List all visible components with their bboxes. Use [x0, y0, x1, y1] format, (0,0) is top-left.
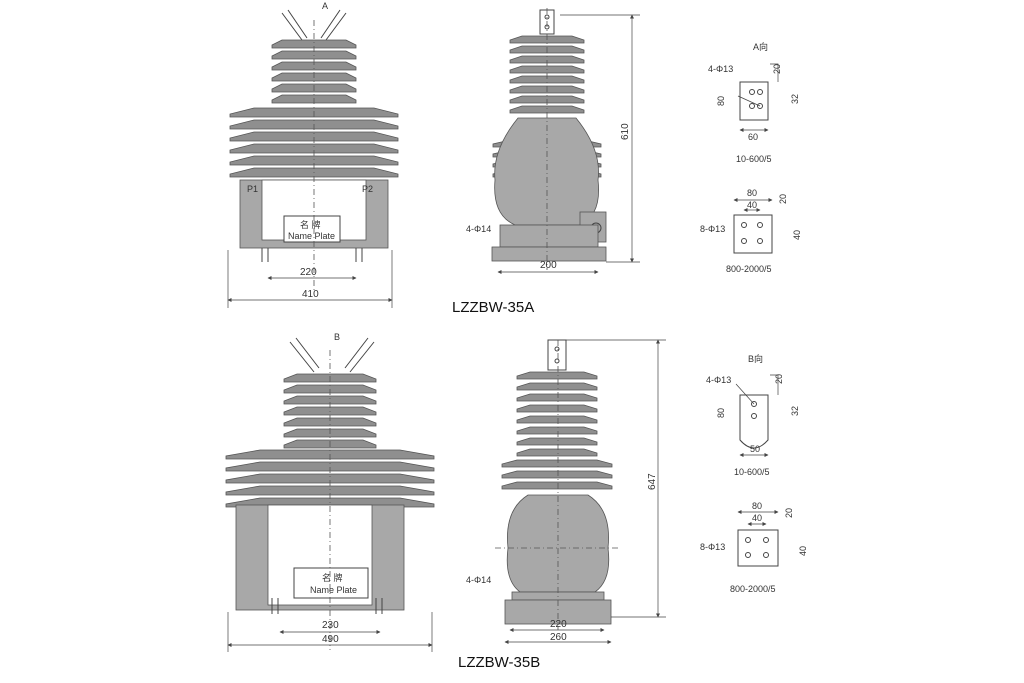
insulator-shed — [271, 61, 357, 71]
term-a-small-holes: 4-Φ13 — [708, 64, 733, 74]
term-b-large-holes: 8-Φ13 — [700, 542, 725, 552]
dim-b-base-holes: 4-Φ14 — [466, 575, 491, 585]
insulator-shed — [509, 75, 585, 84]
model-b-terminal-large: 80 40 8-Φ13 20 40 800-2000/5 — [700, 501, 808, 594]
insulator-shed — [271, 39, 357, 49]
model-b-front-view: B 名 牌 Name Plate 230 490 — [225, 332, 435, 652]
nameplate-a-cn: 名 牌 — [300, 219, 321, 230]
term-a-small-d2: 32 — [790, 94, 800, 104]
term-a-small-range: 10-600/5 — [736, 154, 772, 164]
insulator-shed — [501, 459, 613, 468]
dim-b-feet: 230 — [322, 620, 339, 631]
term-a-small-h: 80 — [716, 96, 726, 106]
term-b-small-w: 50 — [750, 444, 760, 454]
term-b-small-holes: 4-Φ13 — [706, 375, 731, 385]
dim-a-feet: 220 — [300, 267, 317, 278]
term-a-large-d1: 20 — [778, 194, 788, 204]
dim-b-total: 490 — [322, 634, 339, 645]
view-a-caption: A向 — [753, 41, 768, 52]
term-b-small-d1: 20 — [774, 374, 784, 384]
model-b-terminal-small: B向 4-Φ13 80 20 32 50 10-600/5 — [706, 353, 800, 477]
model-b-title: LZZBW-35B — [458, 654, 540, 671]
term-b-large-d1: 20 — [784, 508, 794, 518]
insulator-shed — [509, 105, 585, 114]
model-b-side-view: 4-Φ14 220 260 647 — [466, 339, 666, 645]
dim-a-total: 410 — [302, 289, 319, 300]
insulator-shed — [516, 437, 598, 446]
p1-label: P1 — [247, 184, 258, 194]
term-a-large-w2: 40 — [747, 200, 757, 210]
view-b-letter: B — [334, 332, 340, 342]
insulator-shed — [225, 485, 435, 496]
dim-a-height: 610 — [620, 123, 631, 140]
dim-a-base-holes: 4-Φ14 — [466, 224, 491, 234]
insulator-shed — [516, 448, 598, 457]
term-a-large-holes: 8-Φ13 — [700, 224, 725, 234]
insulator-shed — [229, 155, 399, 166]
model-a-front-view: A P1 P2 名 牌 Name Plate 220 410 — [227, 1, 399, 308]
nameplate-a-en: Name Plate — [288, 231, 335, 241]
view-a-letter: A — [322, 1, 328, 11]
term-b-small-h: 80 — [716, 408, 726, 418]
model-a-terminal-large: 80 40 8-Φ13 20 40 800-2000/5 — [700, 188, 802, 274]
view-b-caption: B向 — [748, 353, 763, 364]
insulator-shed — [501, 470, 613, 479]
term-b-small-d2: 32 — [790, 406, 800, 416]
insulator-shed — [225, 473, 435, 484]
insulator-shed — [283, 417, 377, 427]
insulator-shed — [516, 415, 598, 424]
insulator-shed — [283, 395, 377, 405]
nameplate-a — [283, 215, 341, 243]
model-a-title: LZZBW-35A — [452, 299, 534, 316]
nameplate-b-cn: 名 牌 — [322, 572, 343, 583]
nameplate-b-en: Name Plate — [310, 585, 357, 595]
term-b-large-w1: 80 — [752, 501, 762, 511]
dim-b-base-inner: 220 — [550, 619, 567, 630]
dim-b-base-outer: 260 — [550, 632, 567, 643]
term-b-large-range: 800-2000/5 — [730, 584, 776, 594]
insulator-shed — [516, 371, 598, 380]
term-a-large-w1: 80 — [747, 188, 757, 198]
insulator-shed — [229, 131, 399, 142]
insulator-shed — [229, 143, 399, 154]
term-a-large-d2: 40 — [792, 230, 802, 240]
dim-a-base-width: 200 — [540, 260, 557, 271]
insulator-shed — [225, 461, 435, 472]
model-a-terminal-small: A向 4-Φ13 80 20 32 60 10-600/5 — [708, 41, 800, 164]
p2-label: P2 — [362, 184, 373, 194]
term-a-large-range: 800-2000/5 — [726, 264, 772, 274]
insulator-shed — [516, 426, 598, 435]
term-a-small-w: 60 — [748, 132, 758, 142]
term-b-large-d2: 40 — [798, 546, 808, 556]
term-a-small-d1: 20 — [772, 64, 782, 74]
insulator-shed — [501, 481, 613, 490]
insulator-shed — [516, 382, 598, 391]
insulator-shed — [509, 55, 585, 64]
insulator-shed — [516, 404, 598, 413]
insulator-shed — [516, 393, 598, 402]
model-a-side-view: 4-Φ14 200 610 — [466, 8, 640, 275]
nameplate-b — [293, 567, 369, 599]
term-b-large-w2: 40 — [752, 513, 762, 523]
dim-b-height: 647 — [647, 473, 658, 490]
term-b-small-range: 10-600/5 — [734, 467, 770, 477]
